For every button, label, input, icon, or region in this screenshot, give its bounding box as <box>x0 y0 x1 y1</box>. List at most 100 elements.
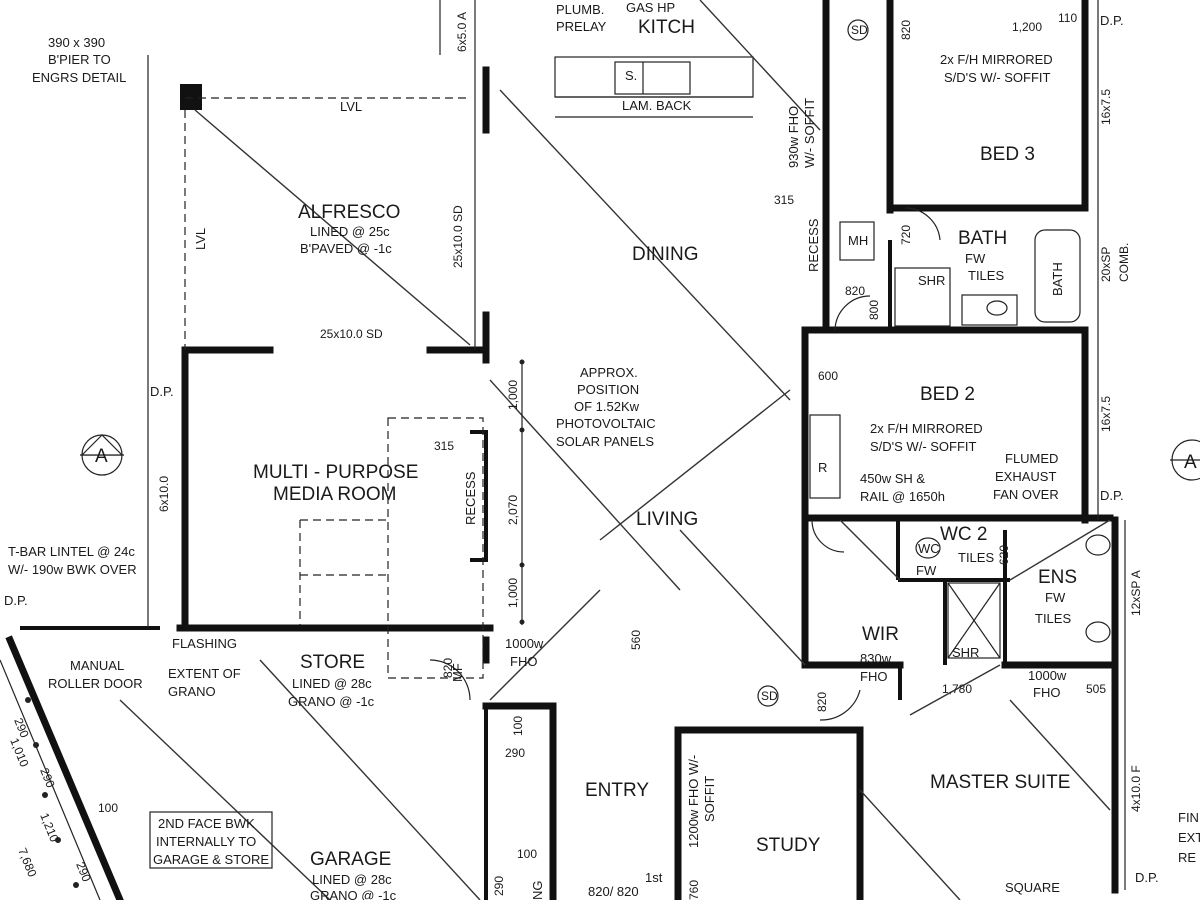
note-sd-2: SD <box>761 689 778 703</box>
sink <box>614 61 691 95</box>
note-solar-2: POSITION <box>577 382 639 397</box>
dim-760: 760 <box>687 880 701 900</box>
roof-line-10 <box>909 664 1001 716</box>
manhole <box>839 221 875 261</box>
note-rail-1: 450w SH & <box>860 471 925 486</box>
room-entry: ENTRY <box>585 780 649 801</box>
dim-garage-1210: 1,210 <box>37 811 61 844</box>
roof-line-13 <box>1009 519 1111 581</box>
dim-tick <box>519 619 525 625</box>
section-marker-a-right <box>1170 439 1200 481</box>
ens-basin-1 <box>1085 534 1111 556</box>
room-living: LIVING <box>636 509 698 530</box>
note-mirror-bed3-1: 2x F/H MIRRORED <box>940 52 1053 67</box>
dim-tick <box>519 427 525 433</box>
room-study: STUDY <box>756 835 821 856</box>
note-first: 1st <box>645 870 663 885</box>
note-garage-grano: GRANO @ -1c <box>310 888 397 900</box>
note-sink: S. <box>625 68 637 83</box>
note-bath-fw: FW <box>965 251 986 266</box>
roof-line-2 <box>699 0 821 131</box>
dim-garage-7680: 7,680 <box>15 846 39 879</box>
dim-garage-290-a: 290 <box>11 716 32 740</box>
dim-16x75-a: 16x7.5 <box>1099 89 1113 125</box>
dim-6x50: 6x5.0 A <box>455 12 469 52</box>
roof-line-6 <box>489 589 601 701</box>
note-ens-fho-1: 1000w <box>1028 668 1067 683</box>
note-fho-930-2: W/- SOFFIT <box>802 98 817 168</box>
note-dp-right-top: D.P. <box>1100 13 1124 28</box>
room-bath: BATH <box>958 228 1007 249</box>
solar-panels-outline <box>387 417 484 679</box>
note-gas-hp: GAS HP <box>626 0 675 15</box>
dim-820-top: 820 <box>899 20 913 40</box>
garage-dim-ticks <box>25 697 79 888</box>
note-store-grano: GRANO @ -1c <box>288 694 375 709</box>
note-wir-fho-1: 830w <box>860 651 892 666</box>
dim-tick <box>519 359 525 365</box>
alfresco-diagonal <box>194 109 471 346</box>
roof-line-8 <box>119 699 331 900</box>
bath-vanity <box>961 294 1018 326</box>
door-swing-bath <box>904 207 941 241</box>
dim-600: 600 <box>818 369 838 383</box>
dim-505: 505 <box>1086 682 1106 696</box>
dim-560: 560 <box>629 630 643 650</box>
note-alf-lined: LINED @ 25c <box>310 224 390 239</box>
note-wc-fw: FW <box>916 563 937 578</box>
dim-6x10: 6x10.0 <box>157 476 171 512</box>
room-wir: WIR <box>862 624 899 645</box>
note-wir-fho-2: FHO <box>860 669 887 684</box>
note-prelay: PRELAY <box>556 19 607 34</box>
note-solar-1: APPROX. <box>580 365 638 380</box>
note-pier-1: 390 x 390 <box>48 35 105 50</box>
note-bath-tiles: TILES <box>968 268 1004 283</box>
note-study-fho-2: SOFFIT <box>702 776 717 822</box>
note-sd-1: SD <box>851 23 868 37</box>
roof-line-12 <box>839 519 901 581</box>
roof-line-9 <box>859 789 961 900</box>
note-ens-tiles: TILES <box>1035 611 1071 626</box>
note-store-lined: LINED @ 28c <box>292 676 372 691</box>
wall-garage-slant-outer <box>0 659 101 900</box>
note-extent-2: GRANO <box>168 684 216 699</box>
dim-820-sd: 820 <box>815 692 829 712</box>
note-lam-back: LAM. BACK <box>622 98 692 113</box>
note-bwk-1: 2ND FACE BWK <box>158 816 255 831</box>
dim-garage-100: 100 <box>98 801 118 815</box>
note-tbar-1: T-BAR LINTEL @ 24c <box>8 544 135 559</box>
ens-basin-2 <box>1085 621 1111 643</box>
roof-line-11 <box>1009 699 1111 811</box>
room-kitch: KITCH <box>638 17 695 38</box>
dim-25x10sd-v: 25x10.0 SD <box>451 205 465 268</box>
note-flume-1: FLUMED <box>1005 451 1058 466</box>
note-fin-2: EXT <box>1178 830 1200 845</box>
room-dining: DINING <box>632 244 699 265</box>
note-mirror-bed3-2: S/D'S W/- SOFFIT <box>944 70 1051 85</box>
kitchen-bench <box>554 56 754 118</box>
dim-820-mf: 820 <box>441 658 455 678</box>
note-solar-5: SOLAR PANELS <box>556 434 654 449</box>
roof-line-5 <box>679 529 806 666</box>
note-shr: SHR <box>918 273 945 288</box>
roof-lines <box>119 0 1111 900</box>
dim-garage-1010: 1,010 <box>7 736 31 769</box>
dim-1780: 1,780 <box>942 682 972 696</box>
dim-820-bath: 820 <box>845 284 865 298</box>
dim-315-b: 315 <box>434 439 454 453</box>
basin <box>986 300 1008 316</box>
room-wc2: WC 2 <box>940 524 988 545</box>
door-swing-bed2 <box>811 519 845 553</box>
dimensions: 6x5.0 A 820 1,200 110 16x7.5 315 25x10.0… <box>7 11 1143 900</box>
alfresco-area <box>147 0 476 628</box>
note-ens-fw: FW <box>1045 590 1066 605</box>
smoke-detector-1 <box>847 19 869 41</box>
door-swing-bath-hall <box>834 295 871 331</box>
dim-620: 620 <box>997 545 1011 565</box>
note-lvl-side: LVL <box>193 228 208 250</box>
room-master: MASTER SUITE <box>930 772 1070 793</box>
dim-comb: COMB. <box>1117 243 1131 282</box>
section-label-a-left: A <box>95 446 108 467</box>
shower-drain-2 <box>947 582 1001 659</box>
note-square: SQUARE <box>1005 880 1060 895</box>
